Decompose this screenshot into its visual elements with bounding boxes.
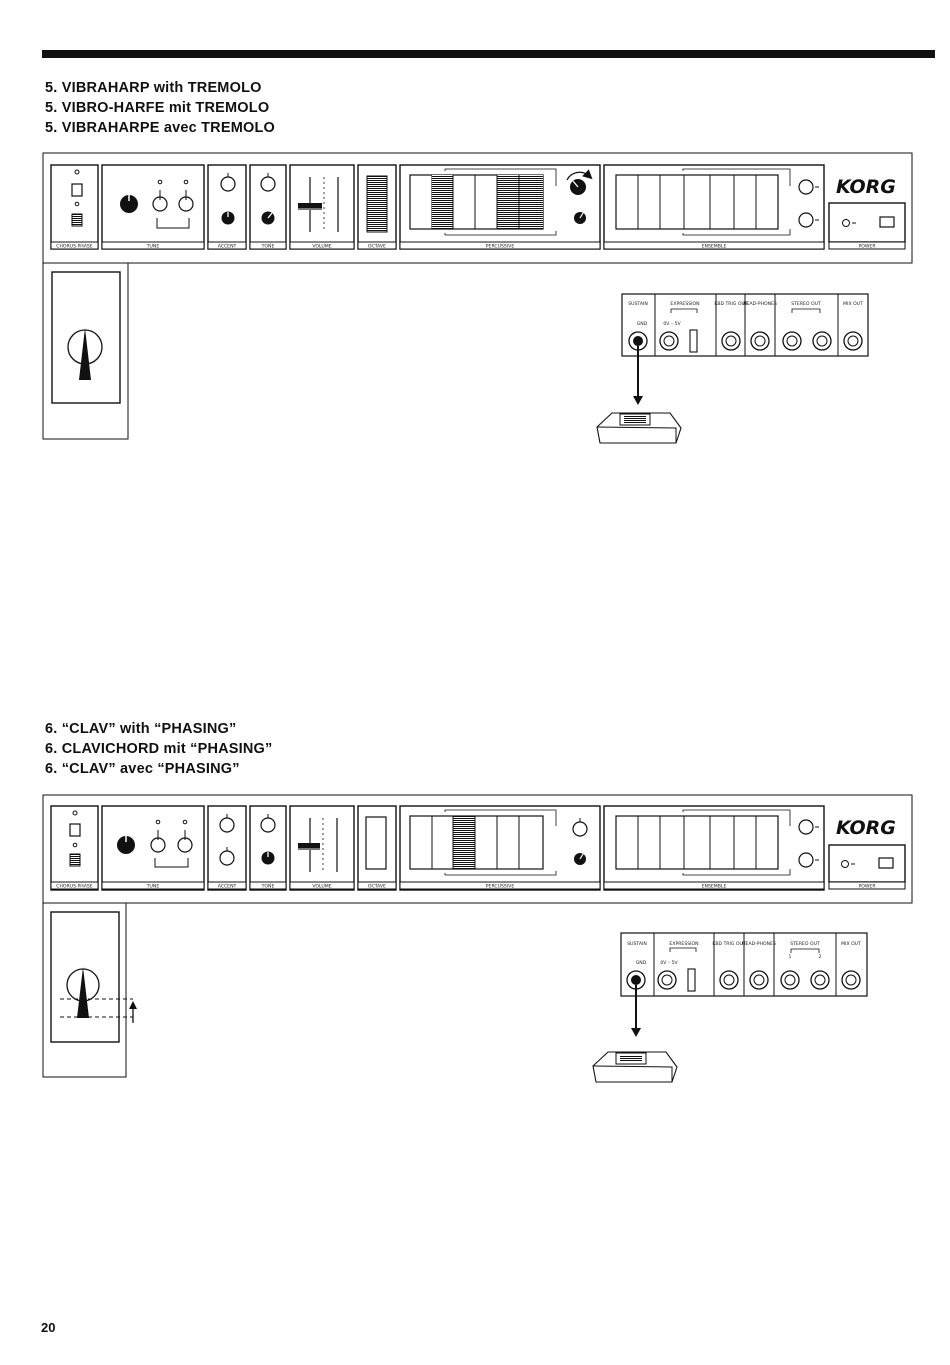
label-stereo-out: STEREO OUT [791, 301, 821, 307]
label-chorus-phase: CHORUS PHASE [56, 244, 92, 250]
label-kbd-trig-out: KBD TRIG OUT [714, 301, 748, 307]
label-expression: EXPRESSION [670, 301, 699, 307]
label-range: 0V – 5V [663, 321, 681, 327]
volume-section: VOLUME [289, 164, 355, 250]
tone-section: TONE [249, 164, 287, 250]
label-accent: ACCENT [218, 884, 237, 890]
heading-de: 5. VIBRO-HARFE mit TREMOLO [45, 100, 270, 116]
label-headphones: HEAD-PHONES [742, 941, 776, 947]
label-sustain: SUSTAIN [628, 301, 648, 307]
section-6-headings: 6. “CLAV” with “PHASING” 6. CLAVICHORD m… [45, 719, 272, 779]
label-headphones: HEAD-PHONES [743, 301, 777, 307]
label-power: POWER [858, 884, 876, 890]
label-percussive: PERCUSSIVE [486, 244, 515, 250]
percussive-section: PERCUSSIVE [399, 805, 601, 891]
label-power: POWER [858, 244, 876, 250]
jack-stereo-1 [782, 331, 802, 351]
ensemble-section: ENSEMBLE [603, 164, 825, 250]
chorus-phase-detail [42, 902, 137, 1078]
label-kbd-trig-out: KBD TRIG OUT [712, 941, 746, 947]
label-percussive: PERCUSSIVE [486, 884, 515, 890]
jack-kbd-trig [721, 331, 741, 351]
label-accent: ACCENT [218, 244, 237, 250]
foot-pedal-1 [596, 412, 682, 444]
jack-headphones [749, 970, 769, 990]
korg-logo: KORG [836, 817, 896, 839]
heading-de: 6. CLAVICHORD mit “PHASING” [45, 741, 273, 757]
label-mix-out: MIX OUT [843, 301, 863, 307]
tune-section: TUNE [101, 805, 205, 891]
jack-panel-2: SUSTAIN EXPRESSION KBD TRIG OUT HEAD-PHO… [620, 932, 868, 997]
label-gnd: GND [637, 321, 648, 327]
octave-section: OCTAVE [357, 164, 397, 250]
label-octave: OCTAVE [368, 244, 386, 250]
label-stereo-out: STEREO OUT [790, 941, 820, 947]
label-tune: TUNE [146, 244, 160, 250]
jack-expression [659, 331, 679, 351]
label-volume: VOLUME [312, 244, 331, 250]
ensemble-section: ENSEMBLE [603, 805, 825, 891]
chorus-phase-section: CHORUS PHASE [50, 164, 99, 250]
jack-expression [657, 970, 677, 990]
panel-outline [42, 152, 913, 264]
chorus-phase-section: CHORUS PHASE [50, 805, 99, 891]
tone-section: TONE [249, 805, 287, 891]
jack-stereo-1 [780, 970, 800, 990]
label-range: 0V – 5V [660, 960, 678, 966]
panel-outline [42, 794, 913, 904]
label-tune: TUNE [146, 884, 160, 890]
heading-en: 6. “CLAV” with “PHASING” [45, 721, 237, 737]
label-expression: EXPRESSION [669, 941, 698, 947]
top-rule [42, 50, 935, 58]
accent-section: ACCENT [207, 164, 247, 250]
octave-section: OCTAVE [357, 805, 397, 891]
accent-section: ACCENT [207, 805, 247, 891]
heading-fr: 5. VIBRAHARPE avec TREMOLO [45, 120, 275, 136]
jack-mix-out [843, 331, 863, 351]
power-section: POWER [828, 202, 906, 250]
expression-switch [687, 968, 696, 992]
power-section: POWER [828, 844, 906, 890]
expression-switch [689, 329, 698, 353]
jack-mix-out [841, 970, 861, 990]
jack-panel-1: SUSTAIN EXPRESSION KBD TRIG OUT HEAD-PHO… [621, 293, 869, 357]
section-5-headings: 5. VIBRAHARP with TREMOLO 5. VIBRO-HARFE… [45, 78, 275, 138]
label-tone: TONE [261, 244, 275, 250]
label-chorus-phase: CHORUS PHASE [56, 884, 92, 890]
percussive-section: PERCUSSIVE [399, 164, 601, 250]
panel-diagram-1: CHORUS PHASE TUNE ACCENT [42, 152, 913, 444]
label-volume: VOLUME [312, 884, 331, 890]
jack-stereo-2 [810, 970, 830, 990]
tune-section: TUNE [101, 164, 205, 250]
volume-section: VOLUME [289, 805, 355, 891]
label-stereo-2: 2 [819, 954, 822, 960]
label-tone: TONE [261, 884, 275, 890]
heading-en: 5. VIBRAHARP with TREMOLO [45, 80, 262, 96]
label-ensemble: ENSEMBLE [702, 244, 727, 250]
jack-headphones [750, 331, 770, 351]
jack-kbd-trig [719, 970, 739, 990]
page-number: 20 [41, 1320, 56, 1335]
label-octave: OCTAVE [368, 884, 386, 890]
chorus-phase-detail [42, 262, 129, 440]
label-sustain: SUSTAIN [627, 941, 647, 947]
panel-diagram-2: CHORUS PHASE TUNE ACCENT [42, 794, 913, 1083]
foot-pedal-2 [592, 1051, 678, 1083]
label-gnd: GND [636, 960, 647, 966]
label-mix-out: MIX OUT [841, 941, 861, 947]
korg-logo: KORG [836, 176, 896, 198]
label-ensemble: ENSEMBLE [702, 884, 727, 890]
heading-fr: 6. “CLAV” avec “PHASING” [45, 761, 240, 777]
jack-stereo-2 [812, 331, 832, 351]
label-stereo-1: 1 [789, 954, 792, 960]
